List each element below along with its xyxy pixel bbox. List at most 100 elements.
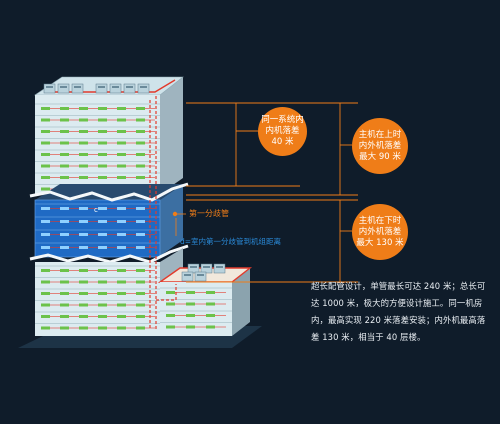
indoor-unit	[98, 207, 107, 210]
indoor-unit	[60, 303, 69, 307]
indoor-unit	[117, 220, 126, 223]
indoor-unit	[98, 107, 107, 110]
indoor-unit	[117, 246, 126, 249]
callout-same-system-drop: 同一系统内 内机落差 40 米	[258, 107, 307, 156]
indoor-unit	[79, 326, 88, 330]
indoor-unit	[98, 315, 107, 318]
outdoor-unit-fan	[112, 86, 119, 88]
upper-floors	[35, 103, 160, 191]
indoor-unit	[41, 187, 50, 191]
indoor-unit	[117, 130, 126, 133]
podium-pipe	[156, 284, 177, 301]
indoor-unit	[60, 107, 69, 110]
indoor-unit	[98, 118, 107, 122]
podium-floors	[160, 287, 232, 329]
indoor-unit	[41, 326, 50, 330]
indoor-unit	[79, 220, 88, 223]
highlighted-floors	[35, 203, 160, 249]
indoor-unit	[136, 141, 145, 145]
dimension-lines	[186, 102, 358, 283]
indoor-unit	[117, 269, 126, 272]
indoor-unit	[79, 280, 88, 284]
indoor-unit	[60, 141, 69, 145]
indoor-unit	[186, 291, 195, 294]
indoor-unit	[41, 153, 50, 156]
indoor-unit	[186, 302, 195, 306]
indoor-unit	[117, 118, 126, 122]
indoor-unit	[166, 291, 175, 294]
indoor-unit	[60, 207, 69, 210]
outdoor-unit	[43, 83, 56, 94]
indoor-unit	[79, 246, 88, 249]
lower-tower-front	[35, 262, 160, 336]
indoor-unit	[117, 107, 126, 110]
indoor-unit	[98, 220, 107, 223]
indoor-unit	[206, 314, 215, 317]
indoor-unit	[41, 141, 50, 145]
indoor-unit	[79, 269, 88, 272]
indoor-unit	[79, 153, 88, 156]
indoor-unit	[117, 141, 126, 145]
callout-lower-line-2: 内外机落差	[358, 226, 402, 237]
indoor-unit	[136, 303, 145, 307]
indoor-unit	[79, 233, 88, 236]
indoor-unit	[98, 292, 107, 295]
indoor-unit	[41, 233, 50, 236]
indoor-unit	[166, 325, 175, 329]
indoor-unit	[136, 292, 145, 295]
indoor-unit	[136, 326, 145, 330]
callout-left-line-2: 内机落差	[265, 126, 300, 136]
indoor-unit	[206, 325, 215, 329]
callout-host-below-drop: 主机在下时 内外机落差 最大 130 米	[352, 204, 408, 260]
outdoor-unit-fan	[140, 86, 147, 88]
indoor-unit	[117, 280, 126, 284]
outdoor-unit-fan	[197, 274, 204, 276]
indoor-unit	[41, 292, 50, 295]
outdoor-unit	[71, 83, 84, 94]
outdoor-unit-fan	[74, 86, 81, 88]
indoor-unit	[117, 207, 126, 210]
outdoor-unit	[213, 263, 226, 274]
outdoor-unit-fan	[60, 86, 67, 88]
indoor-unit	[136, 246, 145, 249]
callout-upper-line-2: 内外机落差	[358, 140, 402, 151]
outdoor-unit	[181, 271, 194, 282]
outdoor-unit-fan	[190, 266, 197, 268]
label-branch-distance: d=室内第一分歧管到机组距离	[180, 237, 282, 246]
callout-left-line-3: 40 米	[271, 137, 294, 147]
indoor-unit	[98, 176, 107, 179]
indoor-unit	[60, 164, 69, 168]
indoor-unit	[60, 292, 69, 295]
indoor-unit	[98, 303, 107, 307]
indoor-unit	[79, 303, 88, 307]
indoor-unit	[41, 269, 50, 272]
outdoor-unit	[109, 83, 122, 94]
indoor-unit	[136, 164, 145, 168]
indoor-unit	[79, 164, 88, 168]
indoor-unit	[41, 246, 50, 249]
indoor-unit	[60, 220, 69, 223]
indoor-unit	[79, 130, 88, 133]
indoor-unit	[41, 130, 50, 133]
highlight-block-top	[35, 184, 183, 200]
indoor-unit	[60, 233, 69, 236]
indoor-unit	[136, 107, 145, 110]
callout-upper-line-1: 主机在上时	[358, 129, 402, 140]
outdoor-unit-fan	[184, 274, 191, 276]
description-text: 超长配管设计，单管最长可达 240 米；总长可达 1000 米，极大的方便设计施…	[311, 281, 486, 342]
outdoor-unit-fan	[126, 86, 133, 88]
indoor-unit	[60, 315, 69, 318]
indoor-unit	[186, 325, 195, 329]
indoor-unit	[60, 269, 69, 272]
outdoor-unit-fan	[203, 266, 210, 268]
indoor-unit	[41, 220, 50, 223]
indoor-unit	[117, 292, 126, 295]
highlight-block-side	[160, 184, 183, 256]
floor-letter: c	[94, 206, 98, 214]
indoor-unit	[117, 164, 126, 168]
outdoor-unit-fan	[46, 86, 53, 88]
indoor-unit	[41, 118, 50, 122]
indoor-unit	[60, 326, 69, 330]
indoor-unit	[98, 233, 107, 236]
podium-side	[232, 268, 250, 336]
